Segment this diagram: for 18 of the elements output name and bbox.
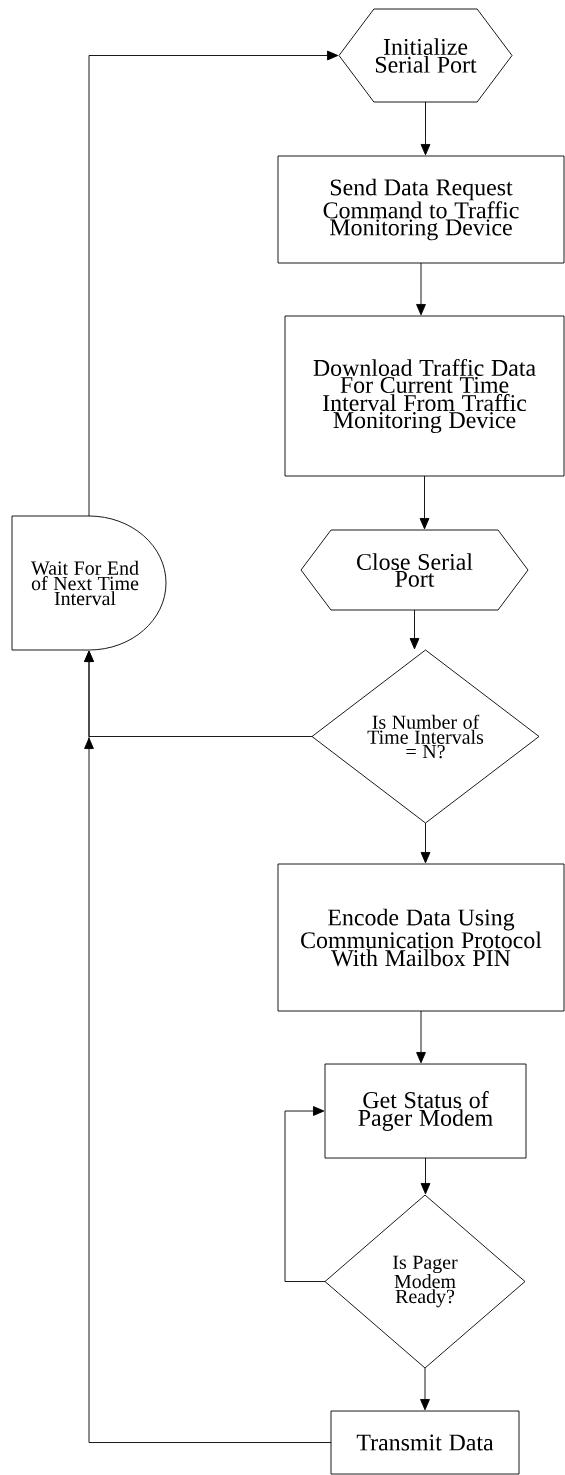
process-box: Transmit Data — [330, 1410, 520, 1475]
hexagon-step: Initialize Serial Port — [338, 8, 513, 103]
arrow — [416, 1010, 426, 1064]
hexagon-step: Close Serial Port — [300, 529, 529, 611]
arrow — [84, 650, 313, 737]
process-box: Get Status of Pager Modem — [324, 1063, 527, 1159]
arrow — [416, 262, 426, 316]
arrow — [420, 101, 431, 156]
arrow — [88, 50, 339, 517]
arrow — [420, 1367, 430, 1411]
arrow — [420, 1157, 431, 1195]
process-box: Encode Data Using Communication Protocol With Mailbox PIN — [277, 863, 565, 1012]
arrow — [420, 822, 431, 864]
arrow — [284, 1106, 326, 1282]
arrow — [419, 475, 430, 530]
arrow — [409, 609, 420, 650]
process-box: Send Data Request Command to Traffic Monitoring Device — [277, 155, 565, 264]
process-box: Download Traffic Data For Current Time Interval From Traffic Monitoring Device — [284, 315, 565, 477]
